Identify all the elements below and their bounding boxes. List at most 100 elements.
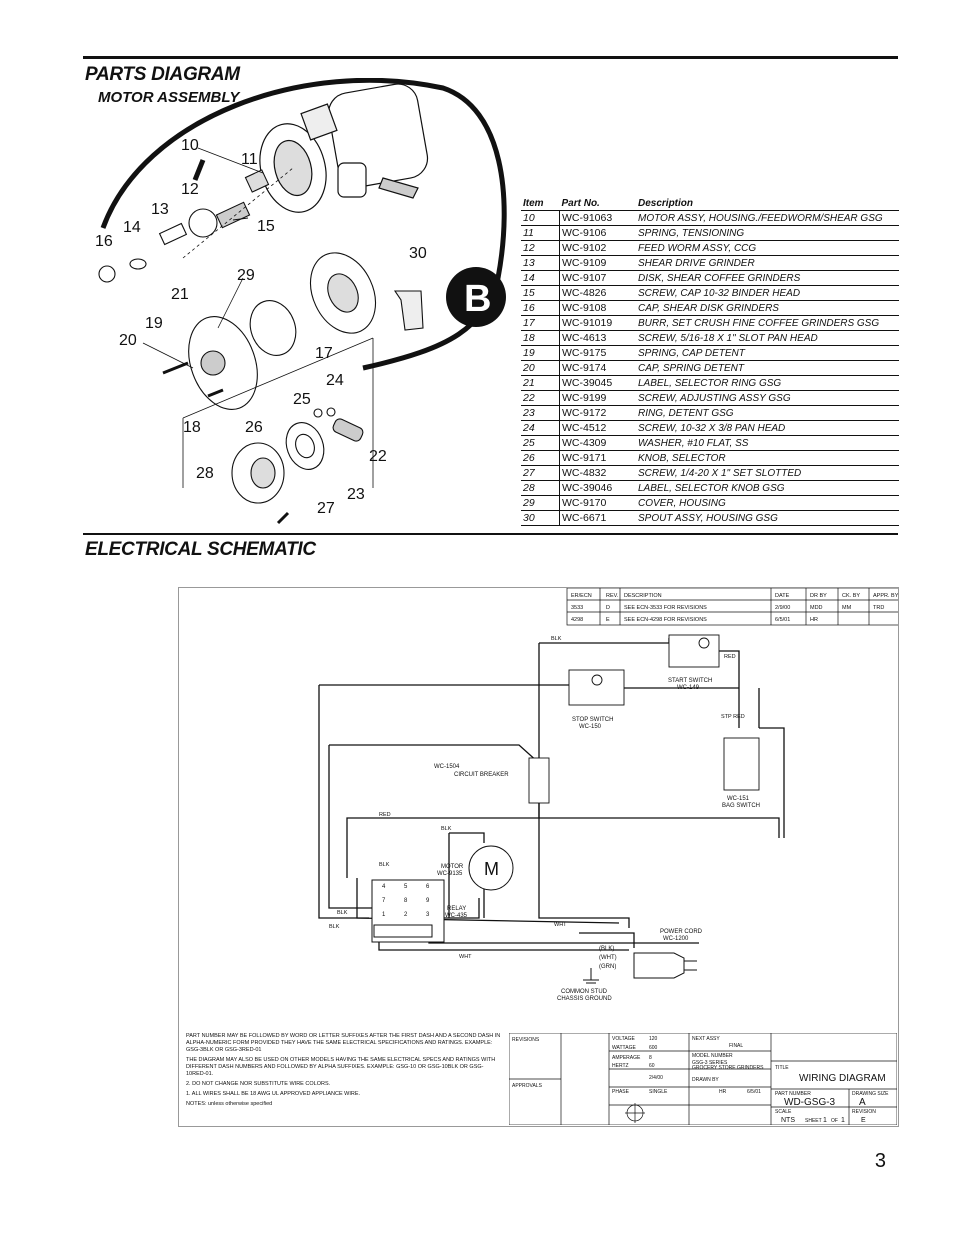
tb-amps: 8 (649, 1055, 652, 1061)
part-item: 13 (521, 255, 560, 271)
enclosure-arc (100, 78, 507, 371)
bag-switch-pn: WC-151 (727, 796, 750, 802)
col-item: Item (521, 197, 560, 211)
tb-phase-label: PHASE (612, 1089, 630, 1095)
tb-next-assy: FINAL (729, 1043, 743, 1049)
small-parts (98, 159, 424, 525)
stop-switch-label: STOP SWITCH (572, 717, 613, 723)
relay-terminal: 1 (382, 912, 386, 918)
callout-26: 26 (245, 419, 263, 436)
part-number: WC-91063 (559, 210, 636, 226)
part-description: SPRING, TENSIONING (636, 225, 899, 241)
rev-cell: 2/9/00 (775, 605, 790, 611)
relay-terminal: 4 (382, 884, 386, 890)
part-description: CAP, SPRING DETENT (636, 360, 899, 376)
leader-lines (142, 147, 374, 488)
wire-label-blk-2: BLK (441, 826, 452, 832)
parts-table-header: Item Part No. Description (521, 197, 899, 211)
ground-symbol (583, 968, 599, 984)
tb-rev-label: REVISION (852, 1109, 876, 1115)
part-number: WC-4832 (559, 465, 636, 481)
part-description: SPOUT ASSY, HOUSING GSG (636, 510, 899, 526)
part-item: 15 (521, 285, 560, 301)
callout-20: 20 (119, 332, 137, 349)
tb-wattage-label: WATTAGE (612, 1045, 636, 1051)
page-number: 3 (874, 1150, 886, 1172)
callout-23: 23 (347, 486, 365, 503)
rev-header: DESCRIPTION (624, 593, 662, 599)
note-a: PART NUMBER MAY BE FOLLOWED BY WORD OR L… (186, 1033, 501, 1053)
rev-header: REV. (606, 593, 619, 599)
tb-sheet: 1 (823, 1117, 827, 1124)
tb-rev: E (861, 1117, 866, 1124)
relay-terminal: 7 (382, 898, 386, 904)
callout-30: 30 (409, 245, 427, 262)
part-number: WC-9170 (559, 495, 636, 511)
tb-approvals: APPROVALS (512, 1083, 543, 1089)
breaker-pn: WC-1504 (434, 764, 460, 770)
callout-27: 27 (317, 500, 335, 517)
part-item: 30 (521, 510, 560, 526)
callout-13: 13 (151, 201, 169, 218)
rev-cell: MM (842, 605, 852, 611)
part-number: WC-9107 (559, 270, 636, 286)
part-description: COVER, HOUSING (636, 495, 899, 511)
part-number: WC-4309 (559, 435, 636, 451)
part-number: WC-9109 (559, 255, 636, 271)
part-item: 11 (521, 225, 560, 241)
tb-of: 1 (841, 1117, 845, 1124)
part-description: MOTOR ASSY, HOUSING./FEEDWORM/SHEAR GSG (636, 210, 899, 226)
bag-switch (723, 737, 760, 791)
tb-model-label: MODEL NUMBER (692, 1053, 733, 1059)
part-description: SCREW, ADJUSTING ASSY GSG (636, 390, 899, 406)
part-item: 23 (521, 405, 560, 421)
wire-label-stp-red: STP RED (721, 714, 745, 720)
wire-label-blk-5: BLK (329, 924, 340, 930)
tb-scale: NTS (781, 1117, 795, 1124)
motor-symbol (468, 845, 514, 891)
relay (371, 879, 445, 943)
tb-revisions: REVISIONS (512, 1037, 540, 1043)
wire-label-blk-1: BLK (551, 636, 562, 642)
schematic-title: ELECTRICAL SCHEMATIC (85, 539, 316, 560)
stop-switch-pn: WC-150 (579, 724, 602, 730)
tb-title: WIRING DIAGRAM (799, 1073, 886, 1084)
part-item: 22 (521, 390, 560, 406)
callout-19: 19 (145, 315, 163, 332)
part-number: WC-9175 (559, 345, 636, 361)
circuit-breaker (528, 757, 550, 804)
callout-11: 11 (241, 151, 258, 168)
callout-10: 10 (181, 137, 199, 154)
rev-cell: HR (810, 617, 818, 623)
rev-cell: 6/5/01 (775, 617, 790, 623)
part-number: WC-9108 (559, 300, 636, 316)
tb-amps-label: AMPERAGE (612, 1055, 641, 1061)
part-item: 24 (521, 420, 560, 436)
part-description: SCREW, CAP 10-32 BINDER HEAD (636, 285, 899, 301)
col-part-no: Part No. (559, 197, 636, 211)
part-description: DISK, SHEAR COFFEE GRINDERS (636, 270, 899, 286)
part-item: 10 (521, 210, 560, 226)
cord-blk: (BLK) (599, 946, 614, 952)
title-block: REVISIONS APPROVALS VOLTAGE 120 WATTAGE … (509, 1033, 897, 1125)
tb-size-label: DRAWING SIZE (852, 1091, 889, 1097)
tb-voltage: 120 (649, 1036, 658, 1042)
relay-terminal: 8 (404, 898, 408, 904)
part-description: WASHER, #10 FLAT, SS (636, 435, 899, 451)
rev-header: APPR. BY (873, 593, 898, 599)
part-description: SPRING, CAP DETENT (636, 345, 899, 361)
section-rule (83, 533, 898, 535)
part-item: 12 (521, 240, 560, 256)
callout-28: 28 (196, 465, 214, 482)
